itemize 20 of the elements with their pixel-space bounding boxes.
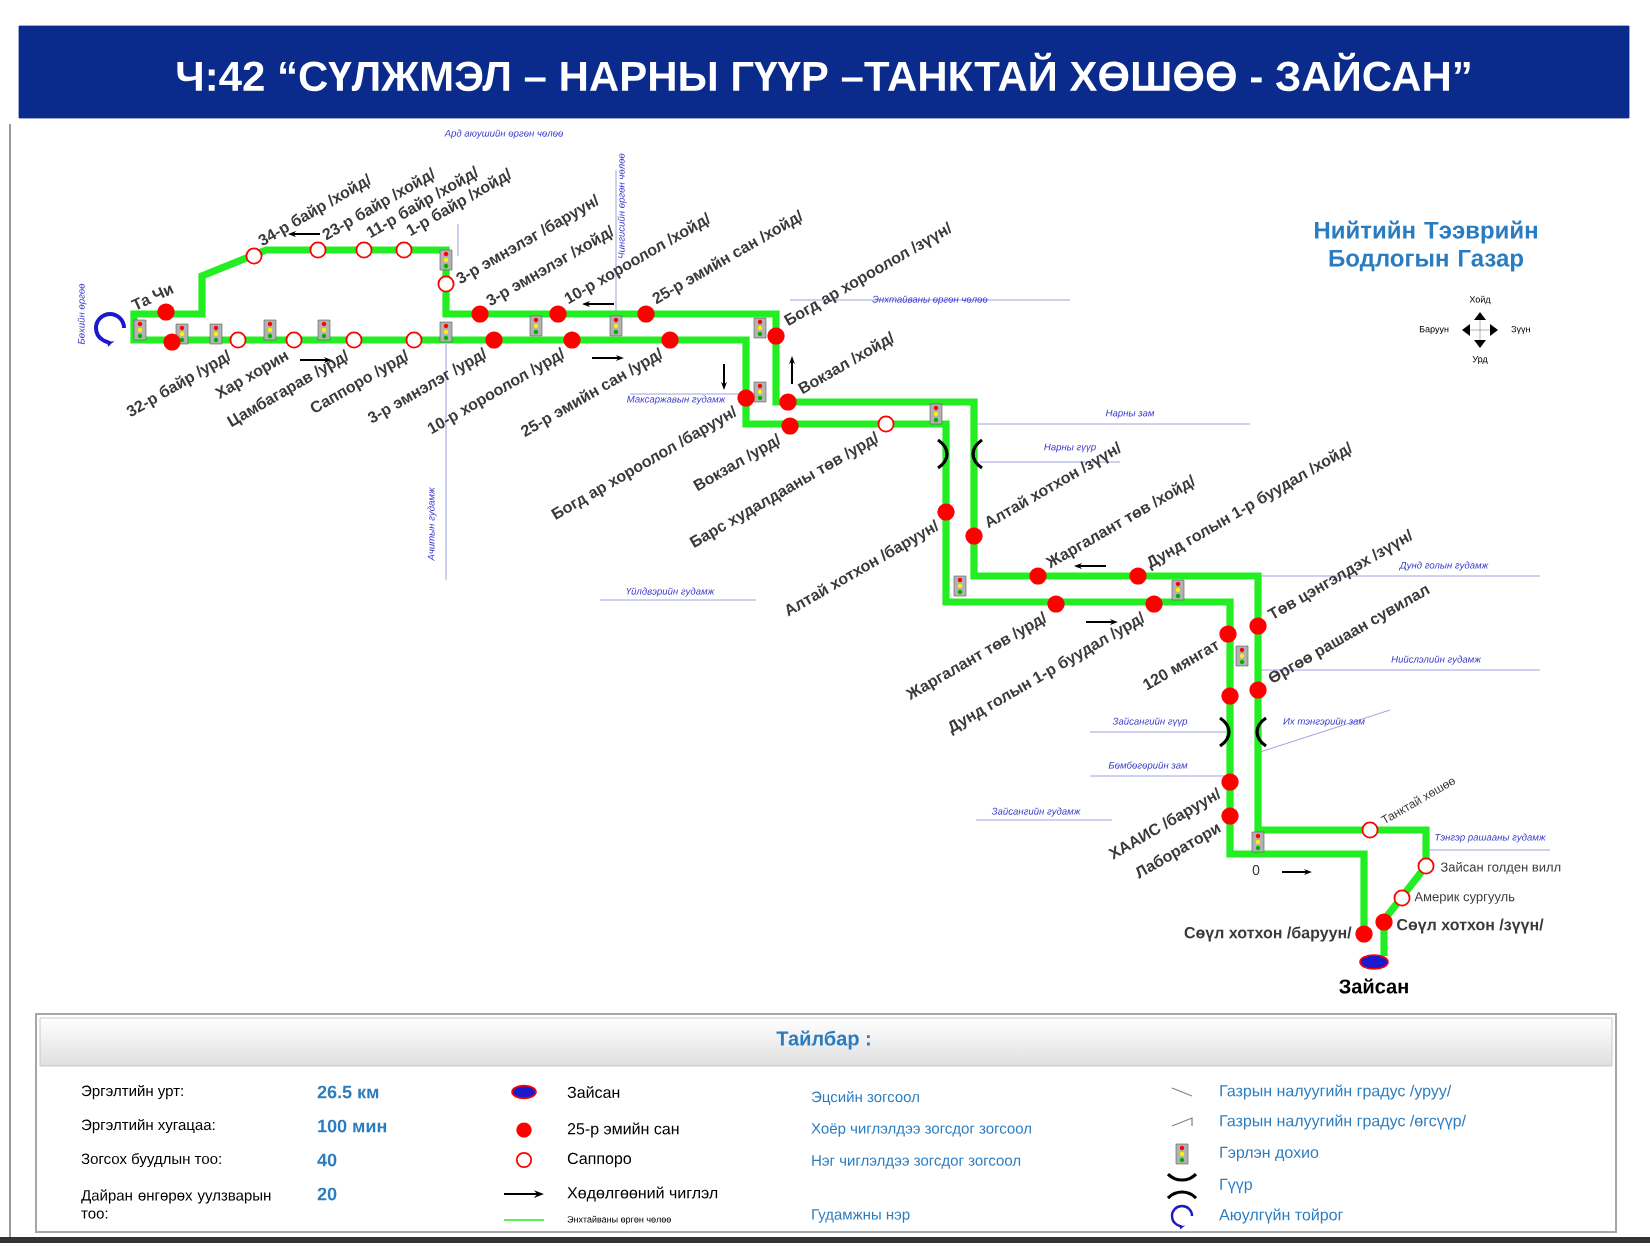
legend-text: Газрын налуугийн градус /өгсүүр/ xyxy=(1220,1114,1467,1130)
terminal-name: Зайсан xyxy=(1339,978,1408,994)
legend-text: Саппоро xyxy=(567,1152,632,1168)
legend-text: Гэрлэн дохио xyxy=(1220,1146,1319,1162)
stat-value: 100 мин xyxy=(318,1119,387,1133)
agency-name: Нийтийн Тээврийн Бодлогын Газар xyxy=(1315,220,1537,272)
legend-text: Хөдөлгөөний чиглэл xyxy=(567,1186,718,1202)
title-banner: Ч:42 “СҮЛЖМЭЛ – НАРНЫ ГҮҮР –ТАНКТАЙ ХӨШӨӨ - ЗАЙСАН” xyxy=(18,25,1630,119)
stat-value: 26.5 км xyxy=(317,1085,379,1099)
legend-text: Гүүр xyxy=(1220,1178,1252,1194)
legend-text: Зайсан xyxy=(567,1086,620,1099)
stop-name: Та Чи xyxy=(130,285,174,310)
stop-name: Сөүл хотхон /зүүн/ xyxy=(1397,918,1544,934)
legend-header: Тайлбар : xyxy=(776,1030,870,1050)
stop-name: Сөүл хотхон /баруун/ xyxy=(1184,926,1352,942)
legend-text: Аюулгүйн тойрог xyxy=(1219,1208,1343,1224)
stat-value: 40 xyxy=(317,1153,337,1167)
stat-value: 20 xyxy=(317,1187,337,1201)
legend-text: 25-р эмийн сан xyxy=(567,1122,679,1138)
legend-text: Газрын налуугийн градус /уруу/ xyxy=(1220,1084,1452,1100)
